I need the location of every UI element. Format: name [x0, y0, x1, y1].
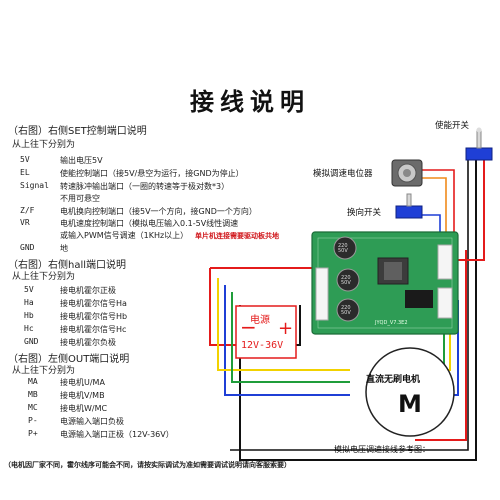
- out-key: MB: [28, 390, 38, 399]
- set-desc: 电机速度控制端口（模拟电压输入0.1-5V线性调速: [60, 219, 239, 228]
- hall-desc: 接电机霍尔信号Hc: [60, 325, 127, 334]
- hall-key: Ha: [24, 298, 34, 307]
- hall-key: 5V: [24, 285, 34, 294]
- wire-blue-dir: [420, 214, 441, 250]
- footer-note: （电机因厂家不同，霍尔线序可能会不同，请按实际调试为准如需要调试说明请向客服索要…: [4, 461, 291, 469]
- out-key: MC: [28, 403, 38, 412]
- wire-black-outer: [239, 150, 477, 461]
- hall-section-heading: （右图）右侧hall端口说明: [8, 260, 127, 271]
- enable-switch-icon: [465, 127, 493, 161]
- wire-green-mb: [231, 292, 350, 383]
- wire-red-hall: [415, 250, 467, 441]
- set-key: EL: [20, 168, 30, 177]
- set-warning: 单片机连接需要驱动板共地: [195, 232, 279, 240]
- hall-key: Hc: [24, 324, 34, 333]
- hall-key: Hb: [24, 311, 34, 320]
- set-desc: 使能控制端口（接5V/悬空为运行，接GND为停止）: [60, 169, 244, 178]
- motor-letter: M: [398, 390, 422, 418]
- hall-section-order: 从上往下分别为: [12, 272, 76, 282]
- out-desc: 接电机U/MA: [60, 378, 105, 387]
- wire-blue-hall: [420, 300, 459, 396]
- set-key: VR: [20, 218, 30, 227]
- set-key: 5V: [20, 155, 30, 164]
- direction-switch-label: 换向开关: [347, 208, 382, 218]
- hall-key: GND: [24, 337, 39, 346]
- out-key: P+: [28, 429, 38, 438]
- set-key: GND: [20, 243, 35, 252]
- potentiometer-label: 模拟调速电位器: [313, 169, 373, 179]
- set-key: Signal: [20, 181, 49, 190]
- hall-desc: 接电机霍尔信号Hb: [60, 312, 128, 321]
- motor-label: 直流无刷电机: [366, 375, 421, 385]
- capacitor-label: 220 50V: [341, 305, 351, 316]
- power-voltage: 12V-36V: [241, 340, 284, 351]
- direction-switch-icon: [395, 193, 423, 219]
- set-section-order: 从上往下分别为: [12, 140, 76, 150]
- set-desc: 电机换向控制端口（接5V一个方向，接GND一个方向）: [60, 207, 257, 216]
- capacitor-label: 220 50V: [338, 243, 348, 254]
- out-desc: 电源输入端口正极（12V-36V）: [60, 430, 174, 439]
- wire-orange-pot: [415, 177, 447, 232]
- set-desc: 输出电压5V: [60, 156, 103, 165]
- page-title: 接线说明: [190, 87, 310, 116]
- hall-desc: 接电机霍尔正极: [60, 286, 116, 295]
- set-desc: 或输入PWM信号调速（1KHz以上）: [60, 231, 189, 240]
- out-section-order: 从上往下分别为: [12, 366, 76, 376]
- hall-desc: 接电机霍尔信号Ha: [60, 299, 127, 308]
- out-key: MA: [28, 377, 38, 386]
- wire-green-hall: [420, 300, 445, 383]
- driver-board: [311, 231, 459, 335]
- wire-yellow-ma: [217, 278, 350, 371]
- board-id: JYQD_V7.3E2: [375, 320, 408, 326]
- enable-switch-label: 使能开关: [435, 121, 470, 131]
- diagram-caption: 模拟电压调速接线参考图：: [334, 445, 430, 454]
- out-desc: 接电机V/MB: [60, 391, 105, 400]
- set-key: Z/F: [20, 206, 35, 215]
- potentiometer-icon: [391, 159, 423, 187]
- set-desc: 不用可悬空: [60, 194, 100, 203]
- wire-yellow-hall: [420, 300, 451, 371]
- wire-black-power: [270, 305, 301, 346]
- out-desc: 电源输入端口负极: [60, 417, 124, 426]
- out-key: P-: [28, 416, 38, 425]
- wire-red-pot: [410, 169, 455, 238]
- wire-red-power: [209, 268, 240, 346]
- out-section-heading: （右图）左侧OUT端口说明: [8, 354, 130, 365]
- capacitor-label: 220 50V: [341, 275, 351, 286]
- set-desc: 转速脉冲输出端口（一圈的转速等于极对数*3）: [60, 182, 230, 191]
- set-desc: 地: [60, 244, 68, 253]
- wire-red-enable: [439, 148, 485, 261]
- power-label: 电源: [250, 315, 270, 326]
- plus-sign: +: [278, 318, 293, 339]
- out-desc: 接电机W/MC: [60, 404, 108, 413]
- set-section-heading: （右图）右侧SET控制端口说明: [8, 126, 147, 137]
- hall-desc: 接电机霍尔负极: [60, 338, 116, 347]
